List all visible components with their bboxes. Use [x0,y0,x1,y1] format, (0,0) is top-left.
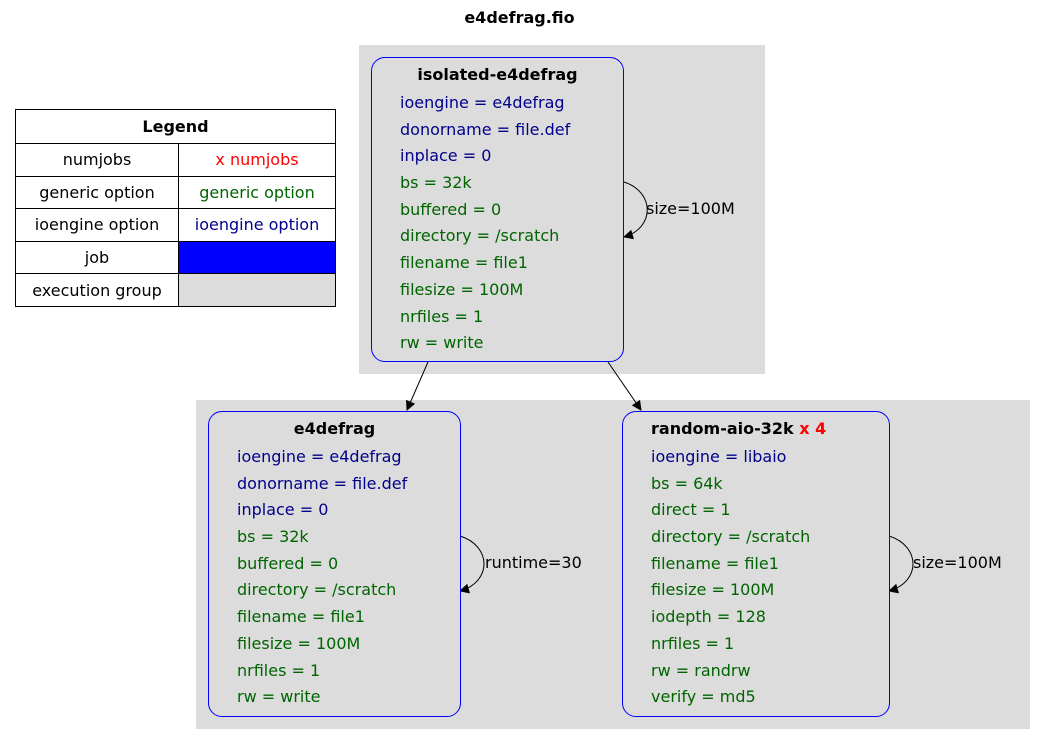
generic-option: direct = 1 [651,500,731,520]
loop-edge-e4defrag [459,535,485,594]
ioengine-option: ioengine = e4defrag [400,93,565,112]
job-node-isolated-e4defrag: isolated-e4defrag ioengine = e4defrag do… [371,57,624,362]
generic-option: bs = 32k [237,527,309,547]
loop-edge-random [888,535,914,594]
generic-option: directory = /scratch [400,226,560,246]
generic-option: rw = write [400,333,484,353]
generic-option: buffered = 0 [400,199,502,219]
job-node-e4defrag: e4defrag ioengine = e4defrag donorname =… [208,411,461,717]
legend-header: Legend [15,109,336,144]
legend-numjobs-label: numjobs [15,143,179,177]
generic-option: nrfiles = 1 [400,306,484,326]
legend-generic-label: generic option [15,175,179,210]
loop-label-e4defrag: runtime=30 [485,553,582,572]
generic-option: filename = file1 [237,607,365,627]
job-title: random-aio-32k x 4 [651,418,889,444]
ioengine-option: ioengine = libaio [651,447,787,466]
generic-option: filesize = 100M [237,633,361,653]
generic-option: buffered = 0 [237,553,339,573]
legend-group-swatch [178,273,336,307]
generic-option: rw = write [237,687,321,707]
legend-numjobs-sample: x numjobs [178,143,336,177]
edge-isolated-to-random [607,361,642,411]
generic-option: nrfiles = 1 [237,660,321,680]
job-title: isolated-e4defrag [417,65,578,84]
generic-option: filename = file1 [400,253,528,273]
legend-ioengine-sample: ioengine option [178,208,336,242]
ioengine-option: donorname = file.def [237,473,408,493]
generic-option: directory = /scratch [651,527,811,547]
generic-option: bs = 64k [651,473,723,493]
ioengine-option: inplace = 0 [237,500,329,520]
ioengine-option: donorname = file.def [400,119,571,139]
generic-option: filesize = 100M [651,580,775,600]
edge-isolated-to-e4defrag [406,361,429,411]
ioengine-option: inplace = 0 [400,146,492,166]
loop-edge-isolated [623,181,648,240]
ioengine-option: ioengine = e4defrag [237,447,402,466]
legend-table: Legend numjobs x numjobs generic option … [15,109,336,307]
legend-group-label: execution group [15,273,179,307]
generic-option: nrfiles = 1 [651,633,735,653]
legend-generic-sample: generic option [178,175,336,210]
legend-job-swatch [178,240,336,275]
generic-option: iodepth = 128 [651,607,766,627]
generic-option: rw = randrw [651,660,751,680]
generic-option: directory = /scratch [237,580,397,600]
legend-job-label: job [15,240,179,275]
job-title: e4defrag [293,419,376,438]
generic-option: filename = file1 [651,553,779,573]
loop-label-isolated: size=100M [646,199,735,218]
diagram-title: e4defrag.fio [464,8,575,27]
generic-option: verify = md5 [651,687,756,707]
generic-option: filesize = 100M [400,279,524,299]
loop-label-random: size=100M [913,553,1002,572]
generic-option: bs = 32k [400,173,472,193]
numjobs-badge: x 4 [799,419,827,438]
job-name: random-aio-32k [651,419,794,438]
job-node-random-aio-32k: random-aio-32k x 4 ioengine = libaio bs … [622,411,890,717]
